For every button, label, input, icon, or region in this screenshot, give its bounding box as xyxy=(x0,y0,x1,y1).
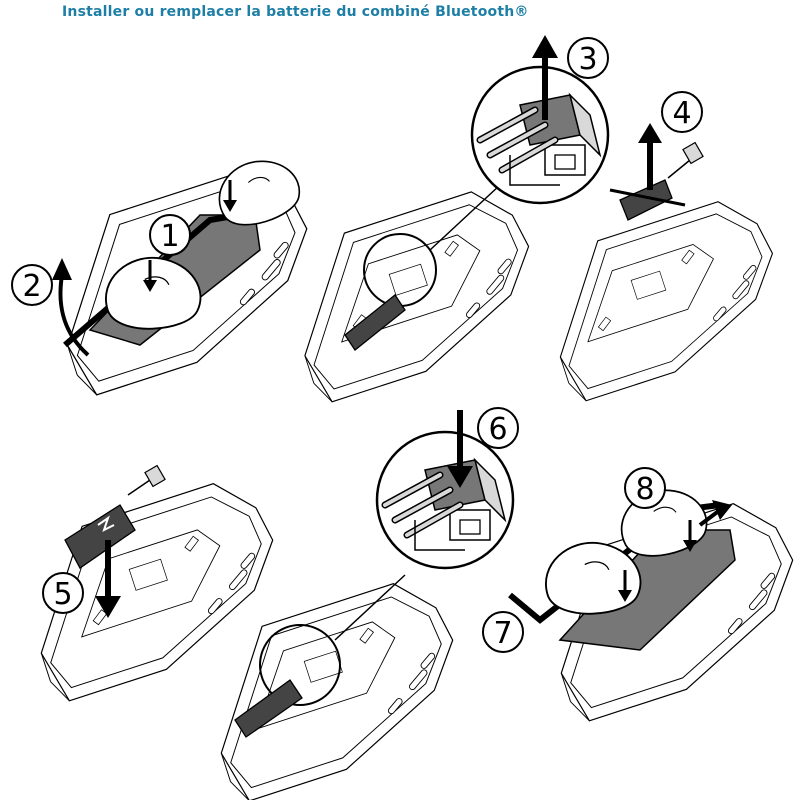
step-label-5: 5 xyxy=(53,577,72,612)
step-label-1: 1 xyxy=(160,219,179,254)
step-callout-5: 5 xyxy=(42,572,84,614)
panel-replace-cover xyxy=(508,482,800,726)
step-callout-2: 2 xyxy=(11,264,53,306)
panel-remove-cover xyxy=(32,151,337,400)
panel-insert-battery xyxy=(7,464,302,706)
step-callout-1: 1 xyxy=(149,214,191,256)
step-callout-8: 8 xyxy=(624,467,666,509)
step-label-7: 7 xyxy=(493,616,512,651)
step-callout-7: 7 xyxy=(482,611,524,653)
step-label-4: 4 xyxy=(672,96,691,131)
panel-disconnect xyxy=(272,35,608,406)
panel-remove-battery xyxy=(529,123,799,405)
step-callout-4: 4 xyxy=(661,91,703,133)
arrow-icon xyxy=(58,274,90,357)
step-callout-3: 3 xyxy=(567,37,609,79)
page-title: Installer ou remplacer la batterie du co… xyxy=(62,4,529,20)
step-callout-6: 6 xyxy=(477,407,519,449)
step-label-2: 2 xyxy=(22,269,41,304)
step-label-6: 6 xyxy=(488,412,507,447)
step-label-8: 8 xyxy=(635,472,654,507)
panel-connect xyxy=(187,410,513,800)
step-label-3: 3 xyxy=(578,42,597,77)
